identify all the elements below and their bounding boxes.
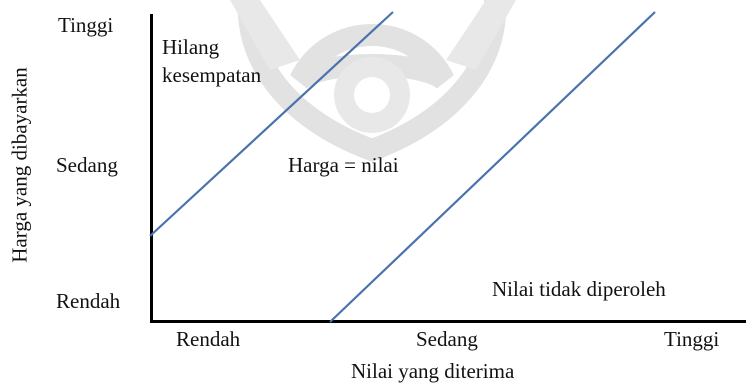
y-axis-label: Harga yang dibayarkan — [7, 67, 32, 263]
region-price-equals-value: Harga = nilai — [288, 153, 399, 177]
x-tick-high: Tinggi — [664, 327, 720, 351]
region-lost-opportunity-line2: kesempatan — [162, 63, 262, 87]
x-axis-line — [150, 320, 746, 323]
upper-diagonal-line — [149, 11, 394, 237]
y-tick-medium: Sedang — [56, 153, 118, 177]
y-tick-high: Tinggi — [58, 13, 114, 37]
x-tick-medium: Sedang — [416, 327, 478, 351]
x-tick-low: Rendah — [176, 327, 241, 351]
region-lost-opportunity-line1: Hilang — [162, 35, 220, 59]
lower-diagonal-line — [329, 11, 656, 323]
y-tick-low: Rendah — [56, 289, 121, 313]
y-axis-line — [150, 14, 153, 323]
region-value-not-obtained: Nilai tidak diperoleh — [492, 277, 666, 301]
x-axis-label: Nilai yang diterima — [351, 359, 515, 383]
